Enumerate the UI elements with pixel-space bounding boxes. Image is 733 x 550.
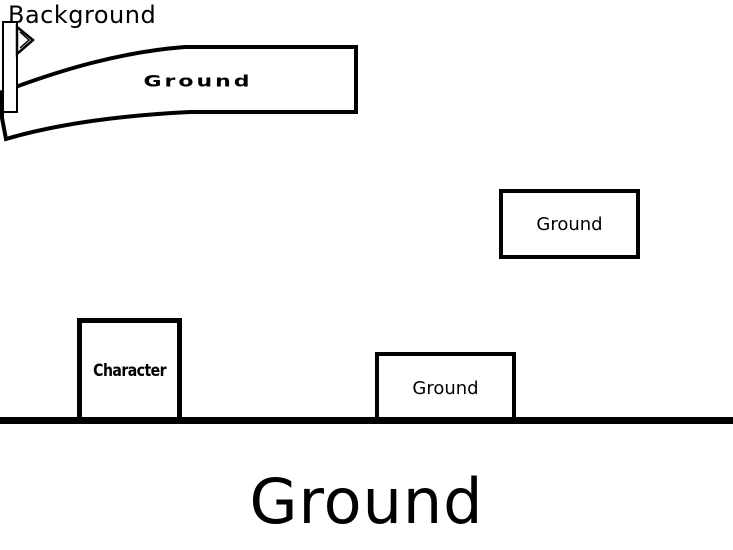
chevron-inner [19,31,31,49]
ground-platform-upper[interactable]: Ground [499,189,640,259]
background-label: Background [8,1,157,29]
curved-ground-label: Ground [143,72,253,91]
ground-line [0,417,733,424]
ground-platform-lower-label: Ground [412,377,479,399]
ground-platform-upper-label: Ground [536,213,603,235]
background-strip [2,21,18,113]
curved-ground-sprite [0,45,358,142]
ground-label: Ground [249,465,484,538]
ground-platform-lower[interactable]: Ground [375,352,516,420]
character-label: Character [93,360,166,381]
chevron-right-icon [15,24,35,57]
character-sprite[interactable]: Character [77,318,182,418]
